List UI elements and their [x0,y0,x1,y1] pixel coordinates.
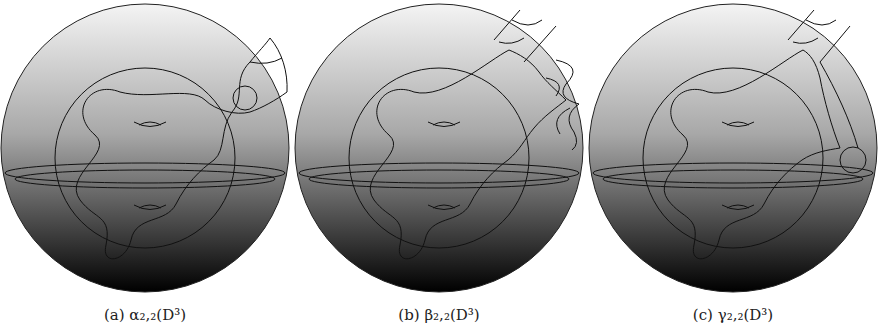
tube [494,10,556,62]
subfigure-caption: (b) β₂,₂(D³) [398,306,479,324]
subfigure-caption: (a) α₂,₂(D³) [104,306,186,324]
loop [840,147,866,173]
subfigure-caption: (c) γ₂,₂(D³) [693,306,773,324]
tube [788,10,858,148]
ball-a [1,4,289,292]
ball-c [589,4,877,292]
loop [233,86,257,110]
surface-curve [76,38,287,259]
surface-curve [664,50,840,259]
ball-b [295,4,583,292]
surface-curve [370,50,566,259]
boundary-waves [546,60,579,150]
